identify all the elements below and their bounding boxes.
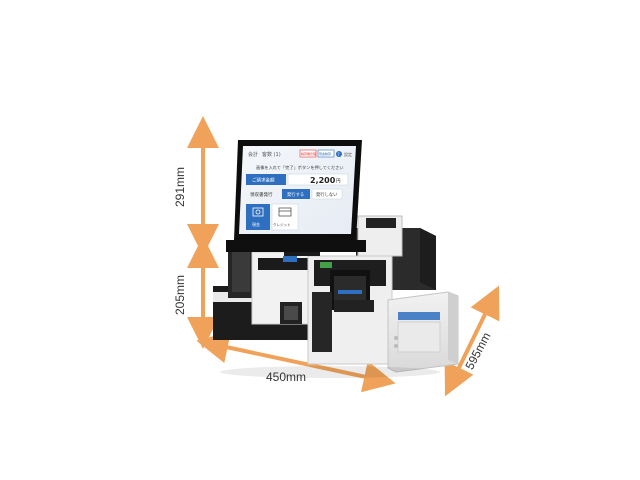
cash-machine-body: [213, 248, 318, 340]
card-icon: [278, 207, 292, 217]
arrow-depth: [444, 285, 500, 397]
floor-shadow: [220, 366, 440, 378]
receipt-label: 領収書発行: [250, 191, 273, 198]
instruction-text: 画像を入れて「完了」ボタンを押してください: [256, 164, 344, 171]
screen-stand: [226, 236, 366, 256]
screen-header-title: 会計: [248, 151, 258, 158]
help-label: ?: [338, 152, 340, 157]
screen-content: 会計 客数 (1) 精算機管理 現金精算 ? 設定 画像を入れて「完了」ボタンを…: [246, 149, 352, 231]
amount-label-box: [246, 174, 286, 185]
pay-cash-label: 現金: [252, 221, 260, 227]
receipt-yes-label: 発行する: [287, 191, 304, 198]
dim-screen-height: 291mm: [173, 166, 188, 208]
dim-body-height: 205mm: [173, 274, 188, 316]
help-icon[interactable]: [336, 151, 342, 157]
amount-unit: 円: [336, 179, 341, 185]
receipt-no-label: 発行しない: [316, 191, 337, 198]
screen-badge-blue-label: 現金精算: [319, 151, 331, 156]
receipt-no-button[interactable]: [311, 188, 343, 200]
screen-badge-red-label: 精算機管理: [301, 151, 316, 156]
screen-badge-blue[interactable]: [317, 149, 335, 158]
receipt-printer: [387, 291, 459, 373]
coin-hopper: [357, 215, 403, 257]
center-unit: [307, 255, 393, 365]
screen-badge-red[interactable]: [299, 149, 317, 158]
settings-label: 設定: [344, 151, 352, 157]
amount-value-box: [287, 173, 349, 186]
screen-header-sub: 客数 (1): [262, 151, 281, 158]
dim-width: 450mm: [266, 370, 307, 384]
amount-value: 2,200: [310, 176, 336, 185]
dimension-arrows: [187, 116, 500, 397]
receipt-yes-button[interactable]: [282, 189, 310, 199]
amount-label: ご請求金額: [252, 177, 275, 184]
cash-icon: [252, 207, 264, 217]
pay-credit-label: クレジット: [273, 222, 291, 227]
arrow-width: [196, 331, 396, 393]
